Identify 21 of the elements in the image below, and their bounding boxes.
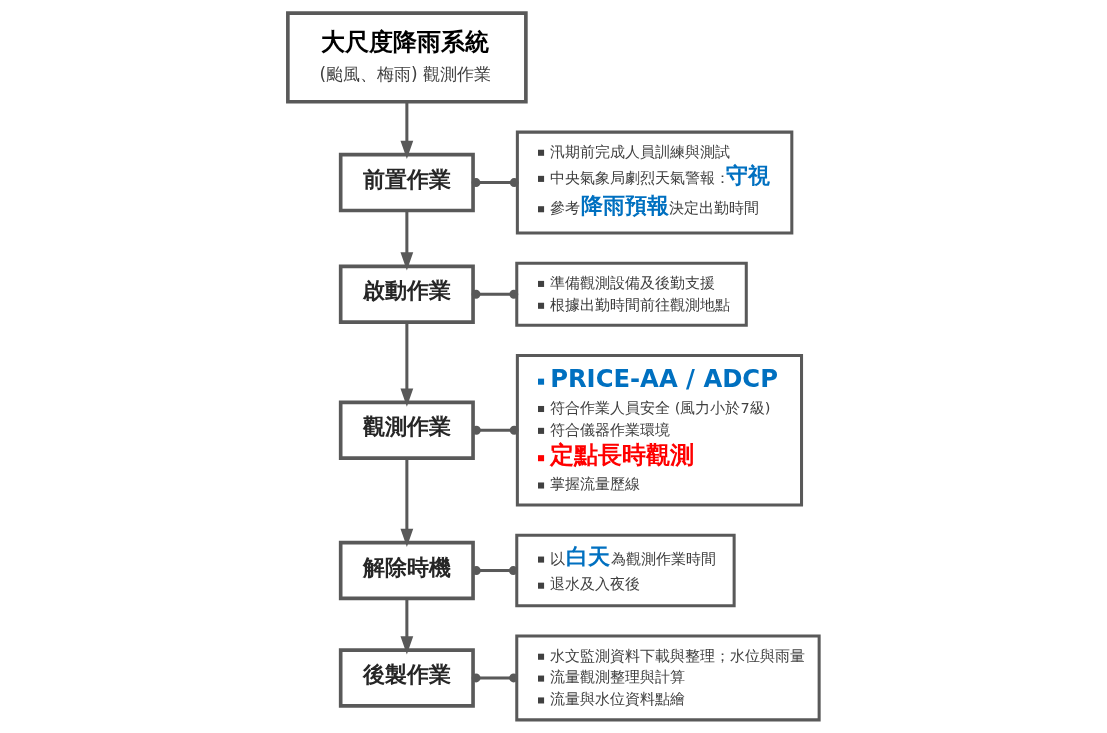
connector xyxy=(471,289,519,299)
arrow xyxy=(400,598,414,655)
arrow xyxy=(400,210,414,271)
node-box: 準備觀測設備及後勤支援 根據出勤時間前往觀測地點 xyxy=(515,261,748,327)
node-box: 觀測作業 xyxy=(338,400,475,460)
node-box: 解除時機 xyxy=(338,540,475,601)
node-box: 汛期前完成人員訓練與測試 中央氣象局劇烈天氣警報：守視 參考降雨預報決定出勤時間 xyxy=(515,130,794,235)
node-box: 以白天為觀測作業時間 退水及入夜後 xyxy=(515,533,736,608)
node-box: 啟動作業 xyxy=(338,264,475,324)
connector xyxy=(471,673,519,683)
node-box: 水文監測資料下載與整理；水位與雨量 流量觀測整理與計算 流量與水位資料點繪 xyxy=(515,634,821,722)
node-box: 後製作業 xyxy=(338,648,475,708)
node-box: 前置作業 xyxy=(338,152,475,213)
arrow xyxy=(400,101,414,160)
connector xyxy=(471,178,519,187)
arrow xyxy=(400,322,414,407)
connector xyxy=(471,566,518,575)
node-box: PRICE-AA / ADCP 符合作業人員安全 (風力小於7級) 符合儀器作業環境 定點長時觀測 掌握流量歷線 xyxy=(515,354,804,507)
arrow xyxy=(400,458,414,548)
connector xyxy=(471,425,519,435)
node-box: 大尺度降雨系統 (颱風、梅雨) 觀測作業 xyxy=(286,11,528,104)
